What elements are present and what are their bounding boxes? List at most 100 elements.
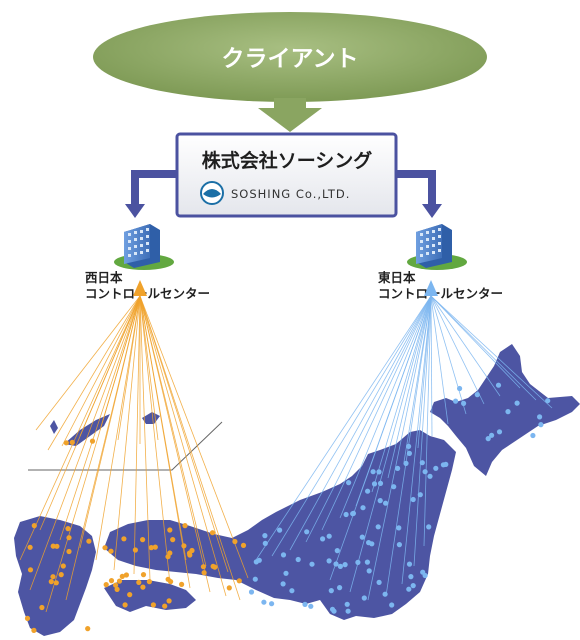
west-dot-63 (69, 439, 75, 445)
west-dot-5 (39, 604, 45, 611)
east-center-region: 東日本 (378, 270, 416, 285)
east-dot-8 (295, 556, 301, 563)
west-line-11 (95, 295, 141, 561)
west-dot-61 (127, 592, 133, 598)
east-center-marker (424, 280, 438, 296)
east-dot-78 (505, 409, 511, 415)
east-line-25 (423, 295, 432, 547)
east-line-8 (387, 295, 432, 479)
west-dot-54 (162, 603, 168, 609)
east-dot-43 (396, 542, 402, 548)
west-line-0 (35, 295, 141, 431)
east-dot-12 (252, 576, 258, 582)
west-dot-23 (170, 537, 176, 543)
west-dot-13 (86, 538, 92, 544)
west-arrow-icon (131, 170, 180, 208)
west-dot-60 (146, 579, 152, 585)
east-arrow-icon (396, 170, 436, 208)
west-line-9 (59, 295, 141, 541)
west-line-18 (139, 295, 227, 597)
east-dot-62 (375, 524, 381, 530)
east-line-14 (430, 295, 485, 405)
east-dot-58 (371, 481, 378, 487)
east-dot-60 (360, 505, 366, 511)
west-line-2 (61, 295, 141, 447)
west-dot-4 (60, 563, 66, 569)
east-dot-89 (537, 414, 543, 420)
west-line-8 (39, 295, 141, 531)
map-tsushima (50, 420, 58, 434)
east-dot-76 (461, 400, 467, 406)
east-dot-45 (408, 574, 414, 580)
east-dot-48 (377, 498, 383, 504)
east-dot-44 (309, 561, 315, 567)
east-dot-77 (538, 422, 544, 428)
east-line-4 (321, 295, 432, 531)
client-ellipse (93, 12, 487, 102)
east-dot-88 (485, 436, 491, 442)
west-line-13 (133, 295, 141, 575)
west-dot-47 (114, 586, 120, 593)
east-line-0 (255, 295, 432, 561)
west-dot-58 (150, 602, 156, 608)
east-dot-10 (262, 533, 268, 539)
west-dot-53 (166, 598, 172, 604)
east-dot-49 (370, 469, 376, 475)
east-dot-75 (419, 460, 425, 466)
west-line-20 (19, 295, 141, 561)
east-line-17 (430, 295, 537, 401)
east-dot-27 (364, 559, 370, 565)
company-name: 株式会社ソーシング (202, 149, 373, 172)
west-line-1 (47, 295, 141, 451)
west-line-15 (139, 295, 171, 585)
east-dot-4 (248, 589, 255, 595)
east-line-2 (289, 295, 432, 551)
east-dot-67 (365, 488, 371, 494)
east-dot-73 (443, 461, 449, 467)
east-dot-35 (283, 570, 289, 576)
west-dot-40 (182, 523, 188, 529)
east-dot-82 (530, 432, 536, 439)
east-line-18 (430, 295, 553, 409)
west-line-14 (139, 295, 151, 581)
west-dot-50 (119, 573, 125, 580)
west-line-22 (45, 295, 141, 613)
west-dot-21 (113, 582, 119, 588)
west-line-26 (139, 295, 229, 573)
west-dot-49 (187, 552, 193, 558)
east-dot-63 (417, 492, 423, 498)
west-dot-45 (102, 545, 108, 551)
east-dot-30 (406, 586, 412, 592)
east-dot-59 (410, 496, 416, 503)
east-line-7 (371, 295, 432, 493)
west-dot-14 (48, 579, 54, 585)
west-dot-34 (140, 537, 146, 543)
east-dot-7 (376, 579, 382, 586)
west-center-region: 西日本 (85, 270, 123, 285)
west-dot-64 (89, 438, 96, 444)
east-dot-0 (277, 527, 283, 533)
west-dot-9 (58, 572, 64, 578)
west-dot-17 (50, 543, 56, 549)
east-dot-3 (333, 561, 339, 567)
okinawa-separator (28, 421, 223, 471)
east-dot-79 (514, 400, 520, 406)
west-line-23 (65, 295, 141, 601)
east-dot-39 (280, 581, 286, 587)
east-line-5 (339, 295, 432, 519)
west-dot-1 (27, 544, 33, 550)
east-dot-56 (422, 469, 428, 475)
east-line-13 (430, 295, 467, 415)
west-dot-22 (136, 579, 142, 586)
east-dot-61 (426, 524, 432, 530)
west-dot-30 (240, 542, 247, 549)
east-line-23 (401, 295, 432, 585)
east-dot-1 (359, 534, 365, 540)
east-dot-86 (474, 392, 480, 398)
west-dot-44 (140, 584, 146, 590)
east-dot-23 (345, 608, 351, 614)
client-label: クライアント (221, 46, 358, 72)
east-line-3 (305, 295, 432, 543)
west-dot-37 (226, 585, 232, 591)
east-dot-72 (395, 465, 401, 471)
